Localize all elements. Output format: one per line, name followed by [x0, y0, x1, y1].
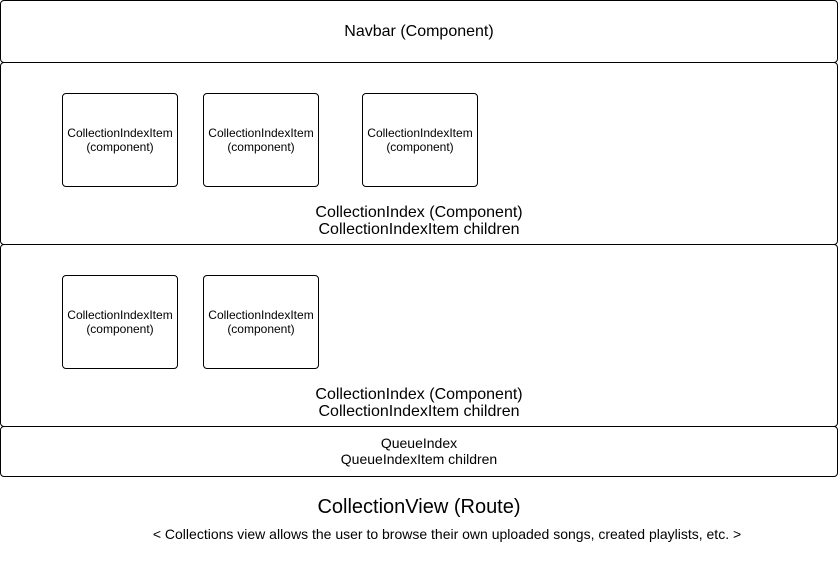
route-title: CollectionView (Route) [317, 496, 521, 518]
collection-index-item-box: CollectionIndexItem (component) [203, 93, 319, 187]
item-kind: (component) [386, 140, 454, 154]
item-kind: (component) [86, 140, 154, 154]
collection-index-title: CollectionIndex (Component) [315, 204, 523, 221]
collection-index-label: CollectionIndex (Component) CollectionIn… [1, 386, 837, 420]
item-name: CollectionIndexItem [67, 126, 173, 140]
item-kind: (component) [227, 140, 295, 154]
queue-index-label: QueueIndex QueueIndexItem children [1, 435, 837, 467]
route-description: < Collections view allows the user to br… [152, 526, 742, 542]
collection-index-item-box: CollectionIndexItem (component) [203, 275, 319, 369]
collection-index-item-box: CollectionIndexItem (component) [62, 275, 178, 369]
collection-index-item-box: CollectionIndexItem (component) [62, 93, 178, 187]
collection-index-title: CollectionIndex (Component) [315, 386, 523, 403]
item-name: CollectionIndexItem [208, 308, 314, 322]
queue-index-box: QueueIndex QueueIndexItem children [0, 426, 838, 477]
item-name: CollectionIndexItem [367, 126, 473, 140]
collection-index-subtitle: CollectionIndexItem children [318, 221, 520, 238]
item-name: CollectionIndexItem [67, 308, 173, 322]
queue-index-title: QueueIndex [380, 435, 458, 451]
item-kind: (component) [86, 322, 154, 336]
collection-index-box-1: CollectionIndexItem (component) Collecti… [0, 62, 838, 245]
navbar-component-box: Navbar (Component) [0, 0, 838, 63]
collection-index-item-box: CollectionIndexItem (component) [362, 93, 478, 187]
collection-index-box-2: CollectionIndexItem (component) Collecti… [0, 244, 838, 427]
navbar-label: Navbar (Component) [344, 23, 494, 40]
collection-index-label: CollectionIndex (Component) CollectionIn… [1, 204, 837, 238]
collection-index-subtitle: CollectionIndexItem children [318, 403, 520, 420]
item-name: CollectionIndexItem [208, 126, 314, 140]
item-kind: (component) [227, 322, 295, 336]
queue-index-subtitle: QueueIndexItem children [340, 451, 498, 467]
